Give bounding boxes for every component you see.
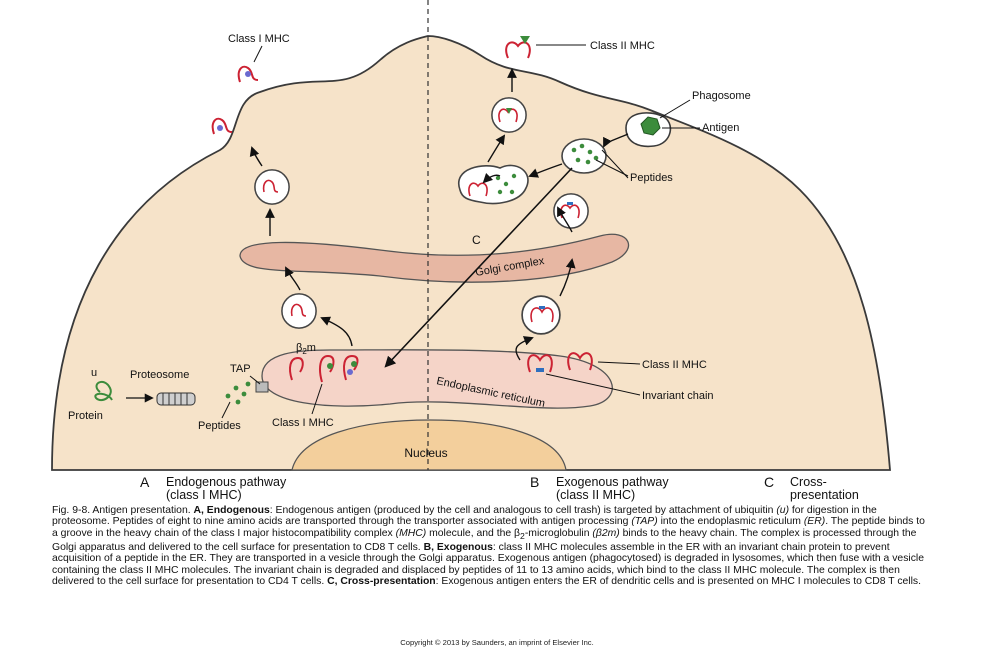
antigen-label: Antigen: [702, 122, 739, 134]
protein-icon: [94, 380, 113, 402]
arrow: [285, 266, 301, 291]
nucleus: [291, 419, 567, 471]
arrow: [487, 134, 506, 163]
u-label: u: [91, 367, 97, 379]
endoplasmic-reticulum: [261, 349, 613, 409]
proteosome: [156, 392, 196, 406]
phagosome-label: Phagosome: [692, 90, 751, 102]
panel-a-letter: A: [140, 474, 150, 490]
panel-b-desc: Exogenous pathway(class II MHC): [556, 475, 669, 502]
proteosome-label: Proteosome: [130, 369, 189, 381]
peptide-dot: [327, 363, 333, 369]
class2-mhc-top-label: Class II MHC: [590, 40, 655, 52]
figure-caption: Fig. 9-8. Antigen presentation. A, Endog…: [52, 505, 925, 587]
class2-mhc-er-group: [527, 352, 593, 373]
arrow: [320, 316, 353, 347]
arrow: [559, 258, 576, 297]
tap-label: TAP: [230, 363, 251, 375]
arrow: [482, 172, 501, 184]
lysosome-vesicle: [561, 138, 607, 174]
panel-c-letter: C: [764, 474, 775, 490]
invariant-chain-label: Invariant chain: [642, 390, 714, 402]
right-vesicle-er: [521, 295, 561, 335]
antigen-presentation-diagram: Nucleus Golgi complex Endoplasmic reticu…: [51, 0, 891, 471]
peptide-dot: [351, 361, 357, 367]
protein-label: Protein: [68, 410, 103, 422]
peptides-left-label: Peptides: [198, 420, 241, 432]
invariant-chain-icon: [536, 368, 544, 372]
tap-transporter: [255, 381, 269, 393]
arrow: [557, 206, 573, 233]
class1-mhc-top-label: Class I MHC: [228, 33, 290, 45]
left-vesicle-lower: [281, 293, 317, 329]
peptides-left-group: [225, 381, 251, 405]
class1-mhc-membrane: [211, 65, 259, 135]
panel-c-desc: Cross-presentation: [790, 475, 859, 502]
class1-mhc-bottom-label: Class I MHC: [272, 417, 334, 429]
right-vesicle-upper: [491, 97, 527, 133]
copyright-notice: Copyright © 2013 by Saunders, an imprint…: [400, 638, 594, 647]
antigen-icon: [640, 116, 661, 136]
nucleus-label: Nucleus: [404, 446, 447, 460]
class2-mhc-membrane: [505, 36, 531, 59]
b2m-label: β2m: [296, 342, 316, 356]
cross-presentation-arrow: [384, 167, 573, 368]
cell-body: [51, 35, 891, 471]
c-marker-label: C: [472, 233, 481, 247]
class2-mhc-right-label: Class II MHC: [642, 359, 707, 371]
arrow: [603, 133, 629, 148]
peptides-right-label: Peptides: [630, 172, 673, 184]
left-vesicle-upper: [254, 169, 290, 205]
panel-a-desc: Endogenous pathway(class I MHC): [166, 475, 287, 502]
arrow: [249, 146, 263, 167]
antigen-peptide-dot: [245, 71, 251, 77]
arrow: [528, 163, 563, 178]
panel-b-letter: B: [530, 474, 540, 490]
fusion-vesicle: [457, 164, 529, 205]
golgi-complex: [239, 233, 630, 283]
arrow: [515, 336, 534, 361]
b2m-dot: [347, 369, 353, 375]
antigen-peptide-dot: [217, 125, 223, 131]
